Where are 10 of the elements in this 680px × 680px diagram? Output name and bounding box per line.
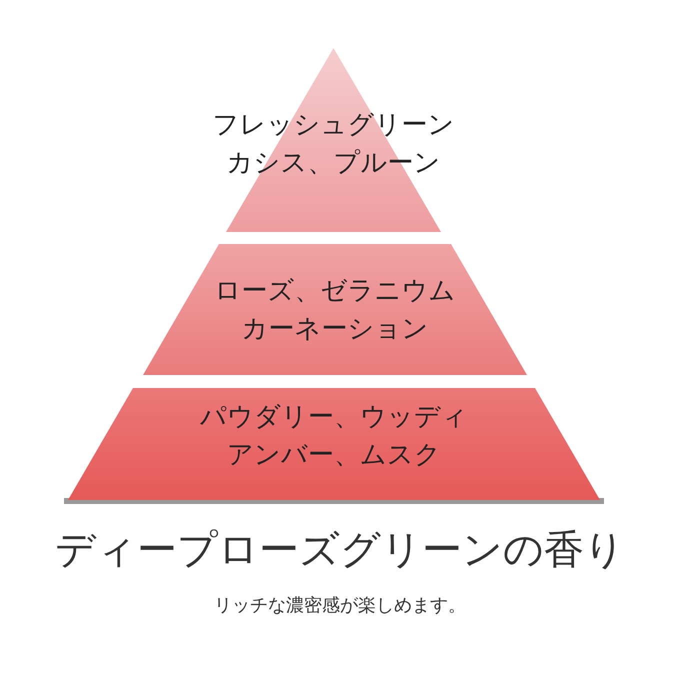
title: ディープローズグリーンの香り	[55, 526, 625, 575]
caption: リッチな濃密感が楽しめます。	[214, 594, 466, 617]
pyramid-tier	[143, 244, 527, 375]
pyramid-tier	[68, 388, 600, 500]
note-text: パウダリー、ウッディ	[200, 401, 468, 434]
note-text: フレッシュグリーン	[212, 109, 454, 142]
note-text: アンバー、ムスク	[227, 439, 441, 472]
note-text: ローズ、ゼラニウム	[214, 275, 456, 308]
note-text: カーネーション	[242, 313, 428, 346]
note-text: カシス、プルーン	[226, 147, 440, 180]
